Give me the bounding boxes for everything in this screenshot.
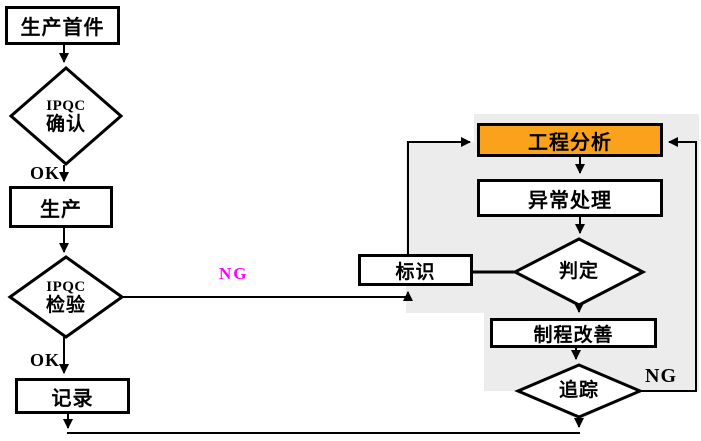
edge-mark-to-engineering-analysis: [407, 137, 471, 254]
judgment-diamond: [511, 237, 647, 307]
tracking-diamond: [514, 363, 644, 419]
edge-ipqc-inspect-ng-to-mark: [121, 291, 413, 301]
ipqc-confirm-diamond: [8, 66, 124, 166]
ipqc-inspect-diamond: [7, 255, 125, 339]
edge-tracking-ng-to-engineering: [640, 137, 697, 392]
